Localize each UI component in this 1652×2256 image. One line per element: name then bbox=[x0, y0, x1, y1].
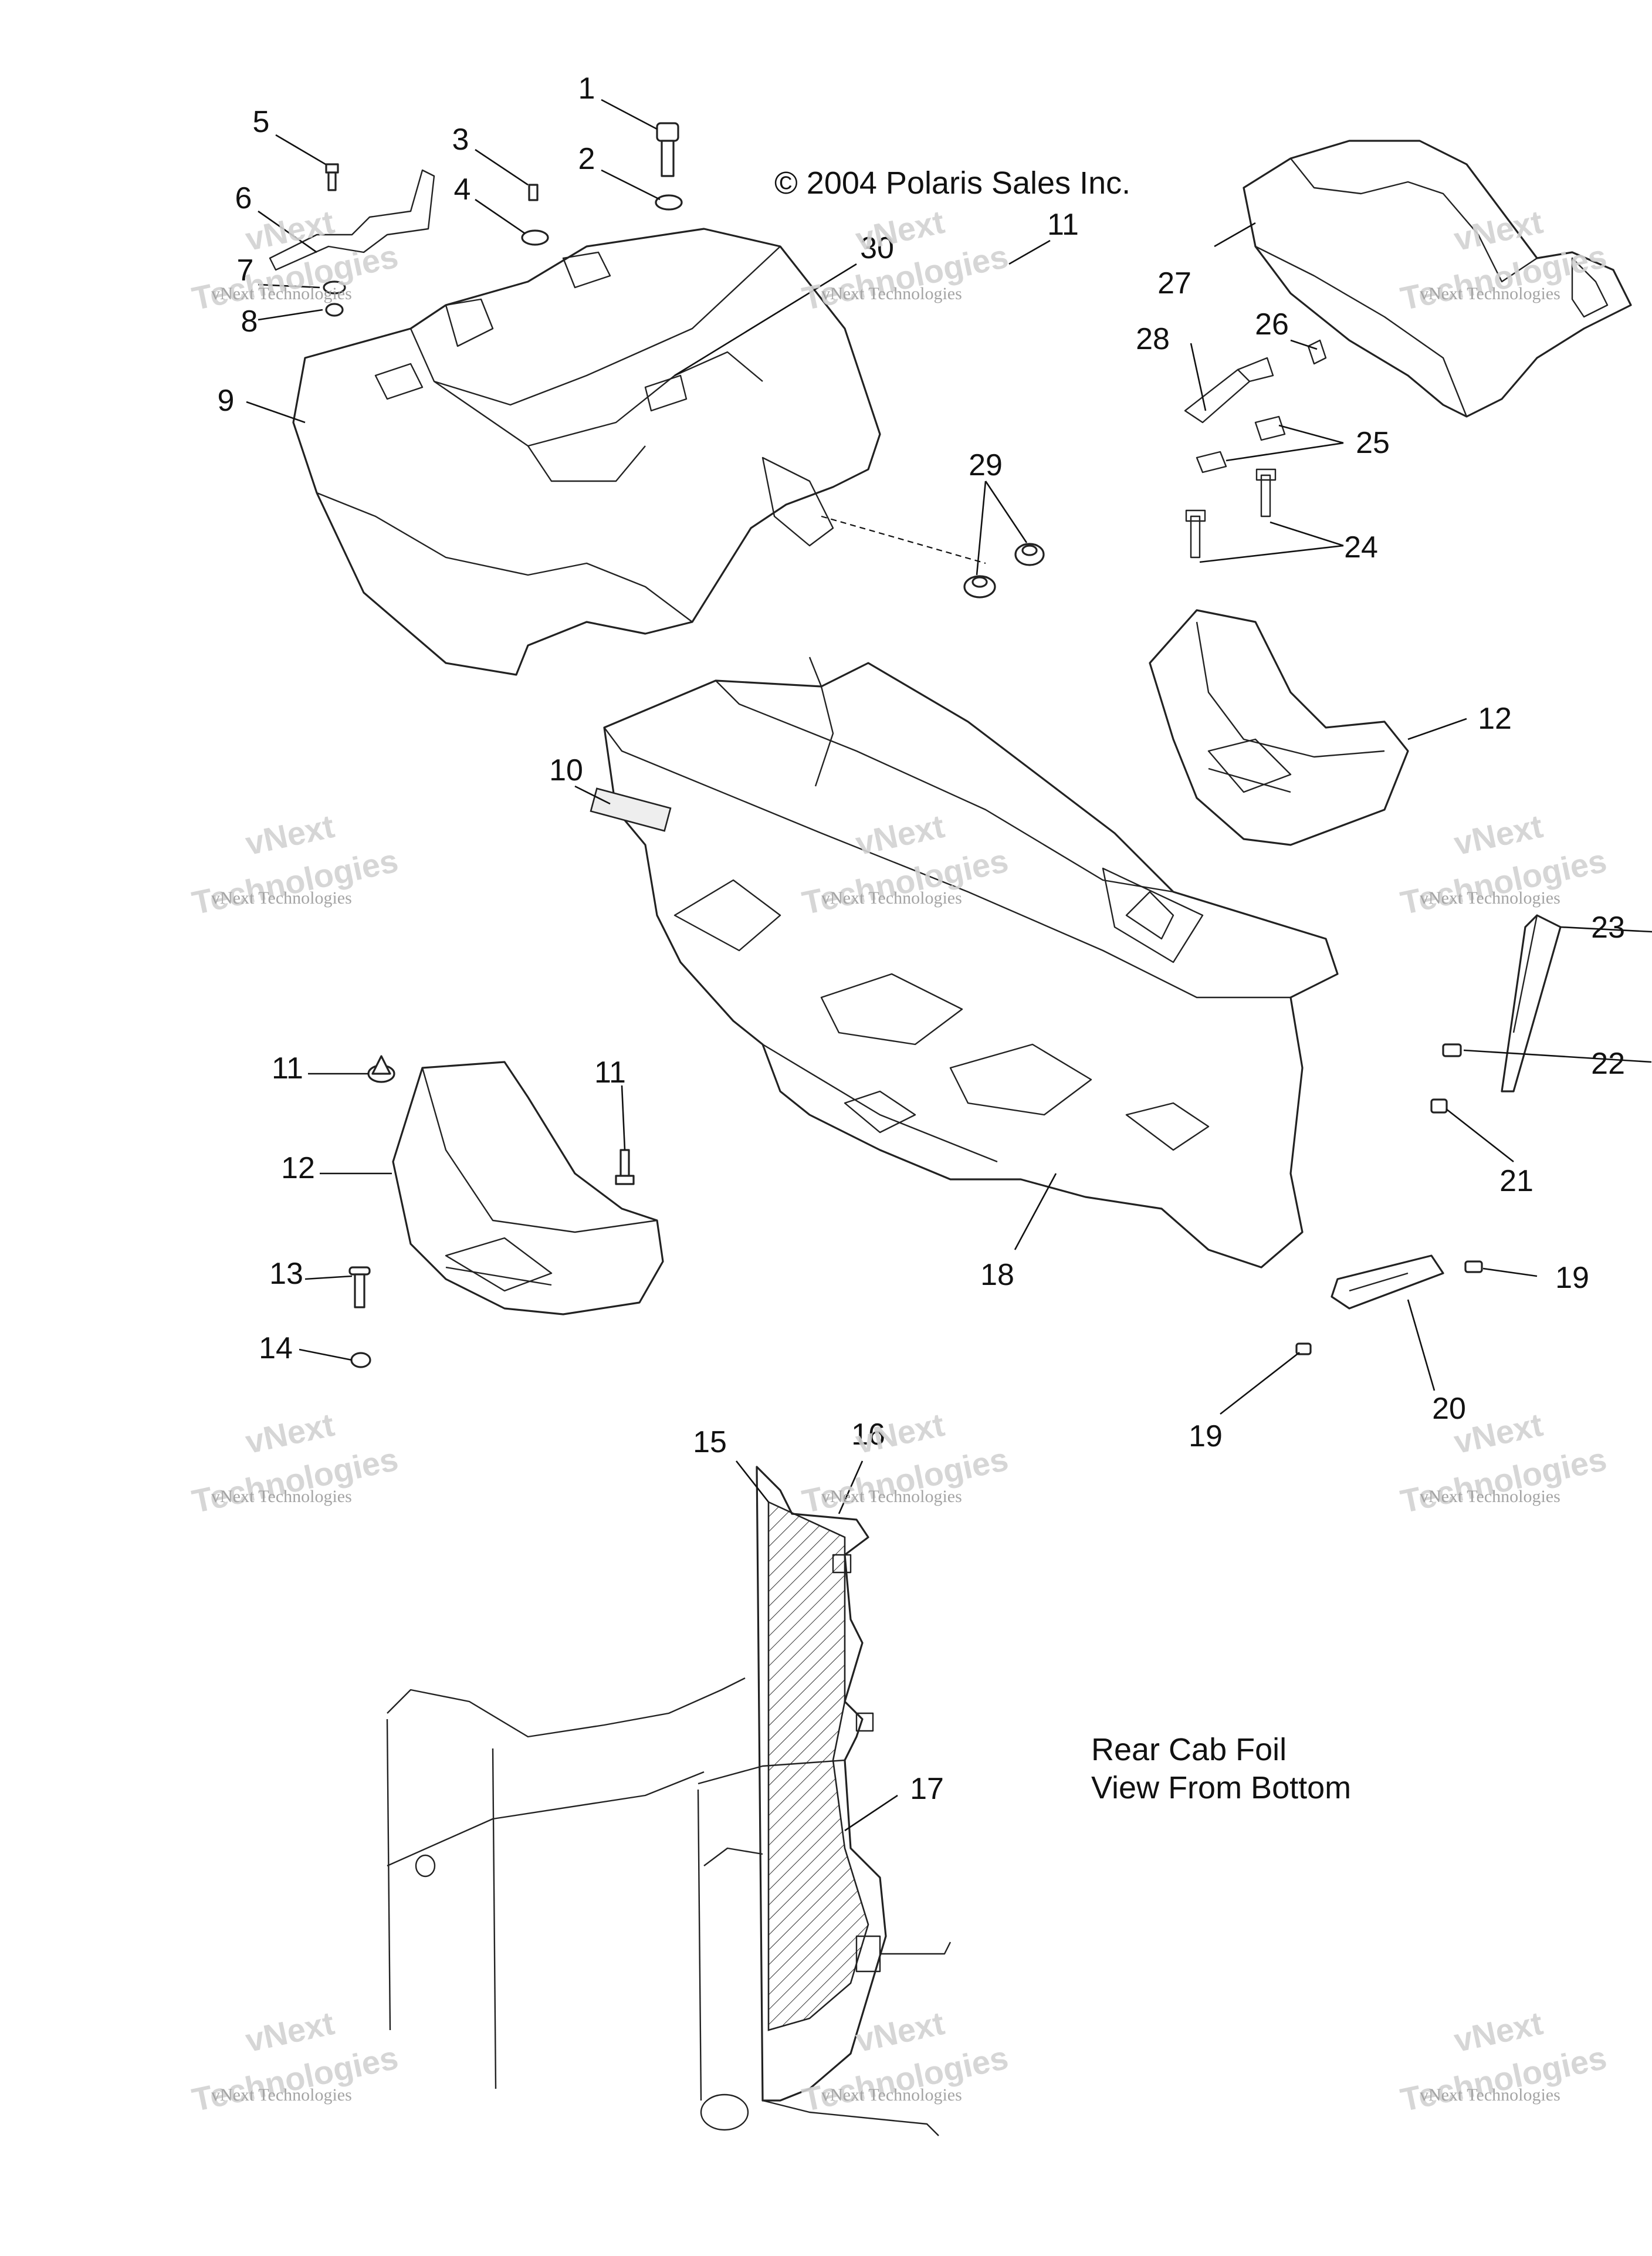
copyright-notice: © 2004 Polaris Sales Inc. bbox=[774, 165, 1130, 201]
callout-12-left: 12 bbox=[281, 1151, 315, 1185]
callout-19-right: 19 bbox=[1555, 1261, 1589, 1295]
svg-text:Technologies: Technologies bbox=[189, 238, 401, 317]
svg-text:vNext: vNext bbox=[852, 203, 947, 258]
frame bbox=[590, 657, 1339, 1269]
callout-1: 1 bbox=[578, 72, 595, 106]
svg-text:Technologies: Technologies bbox=[189, 2039, 401, 2119]
svg-text:vNext Technologies: vNext Technologies bbox=[821, 1487, 962, 1506]
svg-text:vNext Technologies: vNext Technologies bbox=[1420, 888, 1560, 908]
svg-text:vNext: vNext bbox=[1451, 807, 1546, 862]
watermark: vNext Technologies vNext Technologies bbox=[189, 1406, 401, 1520]
callout-29: 29 bbox=[969, 448, 1003, 482]
caption-line-1: Rear Cab Foil bbox=[1091, 1732, 1287, 1767]
callout-30: 30 bbox=[860, 231, 894, 265]
callout-13: 13 bbox=[269, 1257, 303, 1291]
callout-25: 25 bbox=[1356, 426, 1390, 460]
svg-text:Technologies: Technologies bbox=[1397, 1440, 1610, 1520]
svg-text:vNext: vNext bbox=[1451, 2004, 1546, 2059]
callout-11-mid: 11 bbox=[594, 1056, 626, 1090]
svg-text:Technologies: Technologies bbox=[189, 842, 401, 922]
svg-text:Technologies: Technologies bbox=[799, 1440, 1011, 1520]
svg-text:Technologies: Technologies bbox=[189, 1440, 401, 1520]
callout-10: 10 bbox=[549, 753, 583, 787]
svg-text:vNext Technologies: vNext Technologies bbox=[211, 2085, 352, 2105]
rear-cab bbox=[292, 228, 881, 676]
callout-2: 2 bbox=[578, 142, 595, 176]
callout-20: 20 bbox=[1432, 1392, 1466, 1426]
callout-19-left: 19 bbox=[1189, 1419, 1223, 1453]
seat bbox=[1243, 140, 1632, 418]
svg-text:vNext Technologies: vNext Technologies bbox=[821, 284, 962, 303]
callout-12-right: 12 bbox=[1478, 702, 1512, 736]
watermark: vNext Technologies vNext Technologies bbox=[799, 1406, 1011, 1520]
svg-text:vNext: vNext bbox=[242, 1406, 337, 1460]
callout-28: 28 bbox=[1136, 322, 1170, 356]
svg-text:Technologies: Technologies bbox=[1397, 2039, 1610, 2119]
callout-14: 14 bbox=[259, 1331, 293, 1365]
watermark: vNext Technologies vNext Technologies bbox=[799, 203, 1011, 317]
callout-18: 18 bbox=[980, 1258, 1014, 1292]
rear-cab-bottom-view bbox=[386, 1466, 952, 2136]
watermark: vNext Technologies vNext Technologies bbox=[1397, 2004, 1610, 2118]
callout-labels: 1 2 3 4 5 6 7 8 9 30 11 27 28 26 25 24 2… bbox=[218, 72, 1625, 1806]
svg-text:vNext Technologies: vNext Technologies bbox=[821, 2085, 962, 2105]
watermark: vNext Technologies vNext Technologies bbox=[189, 203, 401, 317]
seat-latch-parts bbox=[1184, 339, 1327, 559]
watermark: vNext Technologies vNext Technologies bbox=[1397, 1406, 1610, 1520]
callout-22: 22 bbox=[1591, 1047, 1625, 1081]
svg-text:Technologies: Technologies bbox=[799, 238, 1011, 317]
grommets bbox=[821, 515, 1045, 598]
caption-line-2: View From Bottom bbox=[1091, 1770, 1351, 1805]
svg-text:Technologies: Technologies bbox=[1397, 842, 1610, 922]
callout-24: 24 bbox=[1344, 530, 1378, 564]
svg-text:vNext: vNext bbox=[242, 2004, 337, 2059]
callout-9: 9 bbox=[218, 384, 235, 418]
svg-text:vNext Technologies: vNext Technologies bbox=[1420, 2085, 1560, 2105]
svg-text:vNext Technologies: vNext Technologies bbox=[211, 1487, 352, 1506]
svg-text:vNext Technologies: vNext Technologies bbox=[821, 888, 962, 908]
callout-5: 5 bbox=[253, 105, 270, 139]
watermark: vNext Technologies vNext Technologies bbox=[1397, 807, 1610, 921]
svg-text:vNext: vNext bbox=[852, 1406, 947, 1460]
callout-11-left: 11 bbox=[272, 1051, 303, 1085]
right-footwell bbox=[1149, 609, 1409, 846]
callout-7: 7 bbox=[237, 253, 254, 288]
callout-8: 8 bbox=[241, 305, 258, 339]
callout-17: 17 bbox=[910, 1772, 944, 1806]
left-footwell bbox=[392, 1061, 664, 1315]
watermark: vNext Technologies vNext Technologies bbox=[189, 807, 401, 921]
callout-11-top: 11 bbox=[1047, 208, 1079, 242]
svg-text:vNext Technologies: vNext Technologies bbox=[211, 888, 352, 908]
svg-text:vNext Technologies: vNext Technologies bbox=[1420, 1487, 1560, 1506]
callout-27: 27 bbox=[1157, 266, 1191, 300]
svg-text:vNext: vNext bbox=[242, 807, 337, 862]
callout-3: 3 bbox=[452, 123, 469, 157]
callout-23: 23 bbox=[1591, 911, 1625, 945]
callout-21: 21 bbox=[1499, 1164, 1533, 1198]
callout-6: 6 bbox=[235, 181, 252, 215]
hardware-top-left bbox=[269, 122, 683, 317]
svg-text:vNext Technologies: vNext Technologies bbox=[1420, 284, 1560, 303]
leader-lines bbox=[246, 99, 1652, 1832]
hardware-right bbox=[1295, 914, 1562, 1355]
callout-4: 4 bbox=[454, 173, 471, 207]
callout-16: 16 bbox=[851, 1418, 885, 1452]
watermark: vNext Technologies vNext Technologies bbox=[189, 2004, 401, 2118]
callout-26: 26 bbox=[1255, 307, 1289, 341]
svg-text:vNext Technologies: vNext Technologies bbox=[211, 284, 352, 303]
callout-15: 15 bbox=[693, 1425, 727, 1459]
svg-text:vNext: vNext bbox=[852, 2004, 947, 2059]
